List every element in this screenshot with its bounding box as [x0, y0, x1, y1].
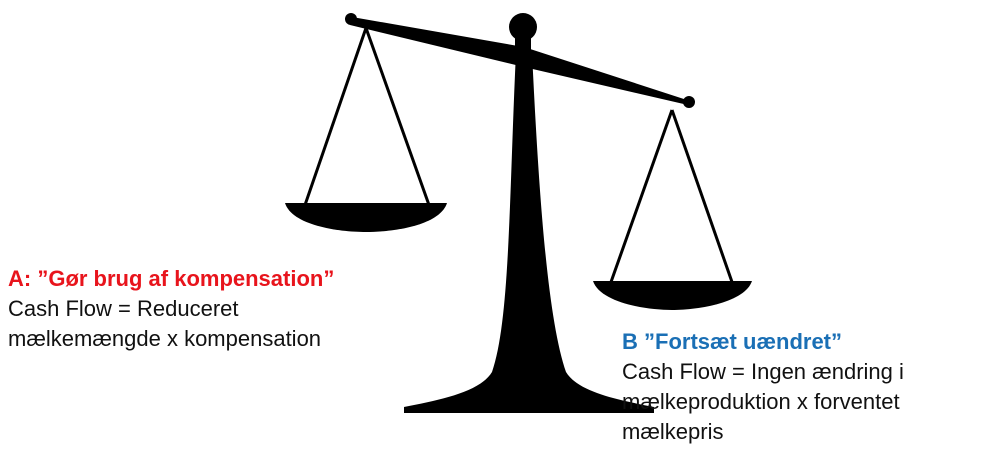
- right-pan-string-left: [609, 109, 674, 283]
- option-b-line-2: mælkeproduktion x forventet: [622, 389, 900, 414]
- option-b-line-1: Cash Flow = Ingen ændring i: [622, 359, 904, 384]
- left-pan-bowl: [285, 203, 447, 232]
- option-a-line-1: Cash Flow = Reduceret: [8, 296, 239, 321]
- option-b-line-3: mælkepris: [622, 419, 724, 444]
- option-a-heading: A: ”Gør brug af kompensation”: [8, 266, 335, 291]
- option-a-block: A: ”Gør brug af kompensation” Cash Flow …: [8, 264, 334, 354]
- scale-beam: [350, 17, 690, 105]
- scale-column: [492, 52, 566, 372]
- option-b-heading: B ”Fortsæt uændret”: [622, 329, 842, 354]
- right-pan-bowl: [593, 281, 752, 310]
- scale-base: [404, 372, 654, 413]
- scale-top-knob: [509, 13, 537, 41]
- beam-left-end: [345, 13, 357, 25]
- left-pan-string-left: [303, 27, 368, 206]
- left-pan-string-right: [364, 27, 431, 206]
- beam-right-end: [683, 96, 695, 108]
- option-b-block: B ”Fortsæt uændret” Cash Flow = Ingen æn…: [622, 327, 904, 447]
- right-pan-string-right: [670, 109, 734, 283]
- option-a-line-2: mælkemængde x kompensation: [8, 326, 322, 351]
